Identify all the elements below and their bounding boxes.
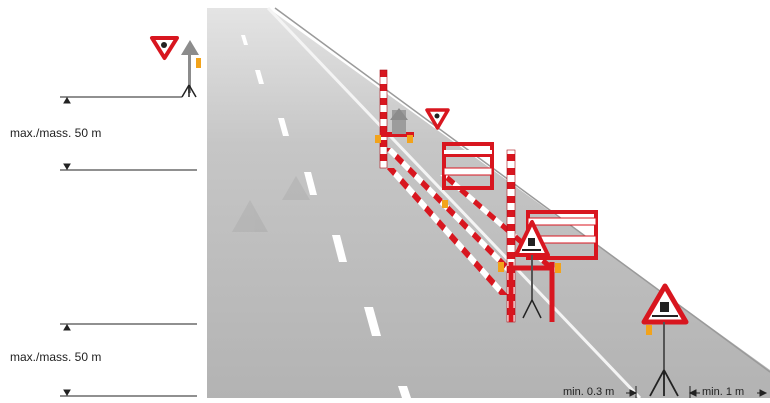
warning-lamp-icon bbox=[196, 58, 201, 68]
direction-arrow-icon bbox=[181, 40, 199, 55]
barrier-post-1 bbox=[380, 70, 387, 168]
distance-label-lower: max./mass. 50 m bbox=[10, 350, 101, 364]
tripod-icon bbox=[182, 85, 196, 97]
road-surface bbox=[207, 8, 770, 398]
offset-label-side: min. 1 m bbox=[702, 386, 744, 398]
yield-sign-icon bbox=[152, 38, 177, 58]
offset-label-curb: min. 0.3 m bbox=[563, 386, 614, 398]
yield-sign-post-upper bbox=[152, 38, 201, 97]
distance-label-upper: max./mass. 50 m bbox=[10, 126, 101, 140]
